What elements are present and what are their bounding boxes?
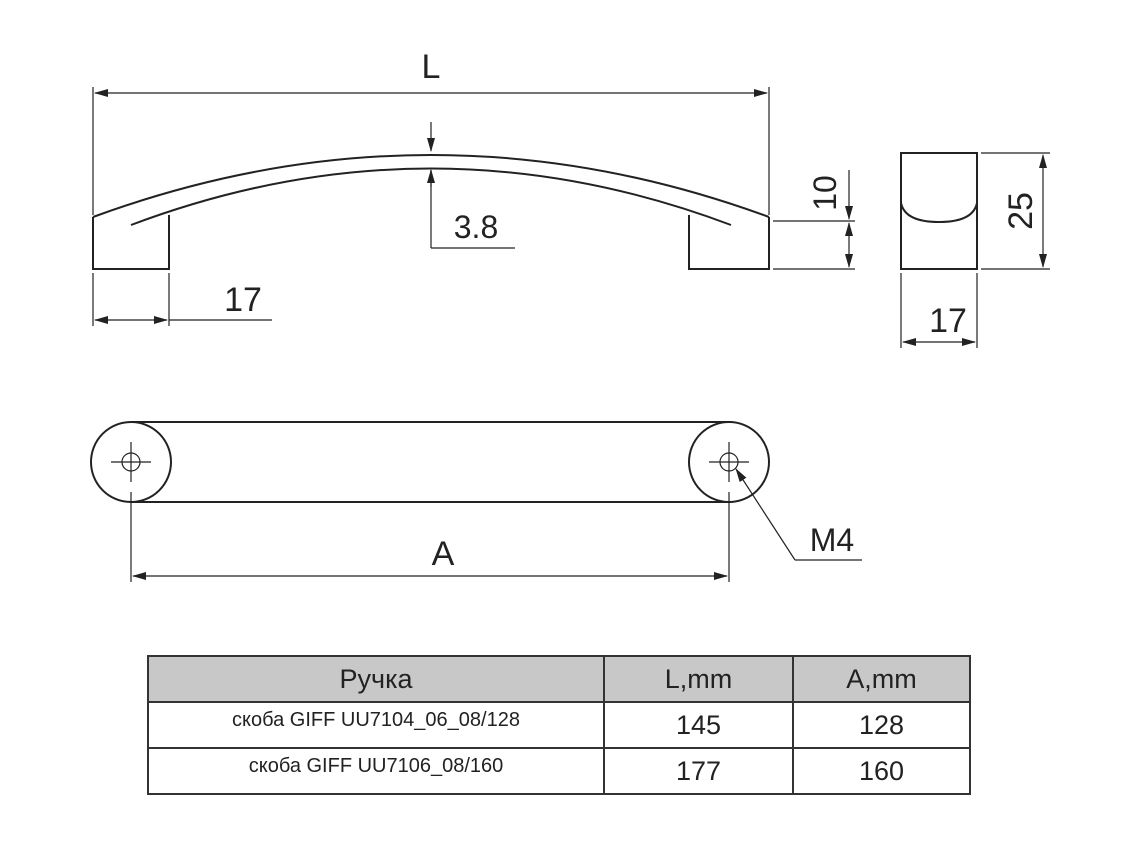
dimension-height-label: 25 [1002,192,1040,230]
cell-name: скоба GIFF UU7104_06_08/128 [147,701,605,749]
dimension-width [900,273,978,348]
table-row: скоба GIFF UU7106_08/160 177 160 [147,747,971,795]
cell-l: 145 [603,701,794,749]
dimension-end-thickness [773,170,855,270]
spec-table: Ручка L,mm A,mm скоба GIFF UU7104_06_08/… [147,655,971,795]
handle-end-view [900,152,978,270]
table-header-row: Ручка L,mm A,mm [147,655,971,703]
thread-label: M4 [810,522,854,558]
handle-side-view [92,154,770,270]
cell-name: скоба GIFF UU7106_08/160 [147,747,605,795]
column-header-name: Ручка [147,655,605,703]
column-header-a: A,mm [792,655,971,703]
dimension-hole-spacing [130,492,730,582]
handle-inner-arc [130,167,732,226]
dimension-height [981,152,1050,270]
end-view-outline [900,152,978,270]
handle-left-leg [92,215,170,270]
cell-l: 177 [603,747,794,795]
technical-drawing: L 3.8 17 10 25 17 [90,48,1050,582]
mounting-holes [111,442,749,482]
dimension-arc-height-label: 3.8 [454,209,498,245]
dimension-length [92,87,770,215]
dimension-length-label: L [422,48,441,86]
dimension-hole-spacing-label: A [432,535,455,573]
dimension-width-label: 17 [929,302,967,340]
column-header-l: L,mm [603,655,794,703]
end-view-curve [900,202,978,224]
handle-right-leg [688,215,770,270]
dimension-end-offset [92,273,272,326]
cell-a: 160 [792,747,971,795]
handle-outer-arc [92,154,770,218]
cell-a: 128 [792,701,971,749]
thread-leader [735,468,862,561]
handle-top-view [90,421,770,503]
dimension-end-offset-label: 17 [224,281,262,319]
dimension-end-thickness-label: 10 [807,175,843,211]
table-row: скоба GIFF UU7104_06_08/128 145 128 [147,701,971,749]
dimension-arc-height [427,122,515,249]
